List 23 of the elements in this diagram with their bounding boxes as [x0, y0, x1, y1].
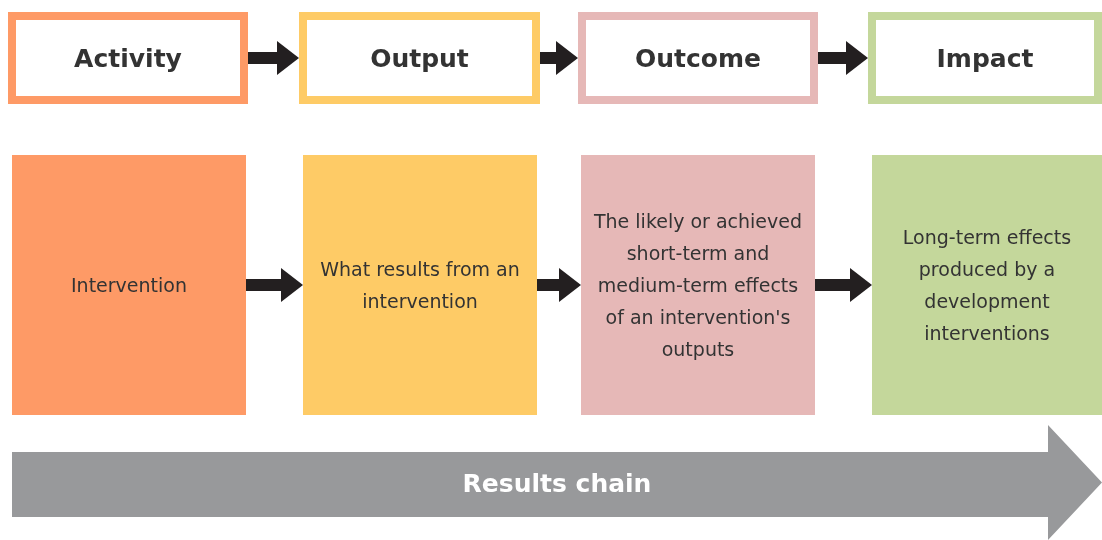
band-label: Results chain — [461, 469, 653, 498]
stage-box — [868, 12, 1102, 104]
arrow — [537, 268, 581, 302]
arrow — [246, 268, 303, 302]
description-text: The likely or achieved short-term and medium-term effects of an intervention's outputs — [592, 209, 804, 362]
arrow — [248, 41, 299, 75]
description-text: Intervention — [71, 273, 187, 298]
stage-title: Activity — [74, 43, 182, 73]
description-box — [581, 155, 815, 415]
description-text: Long-term effects produced by a development interventions — [901, 225, 1073, 346]
arrow — [540, 41, 578, 75]
description-box — [872, 155, 1102, 415]
stage-title: Output — [370, 43, 469, 73]
description-box — [12, 155, 246, 415]
description-text: What results from an intervention — [319, 257, 521, 314]
arrow — [818, 41, 868, 75]
stage-box — [578, 12, 818, 104]
stage-box — [8, 12, 248, 104]
stage-title: Impact — [936, 43, 1034, 73]
stage-box — [299, 12, 540, 104]
description-box — [303, 155, 537, 415]
stage-title: Outcome — [635, 43, 761, 73]
arrow — [815, 268, 872, 302]
